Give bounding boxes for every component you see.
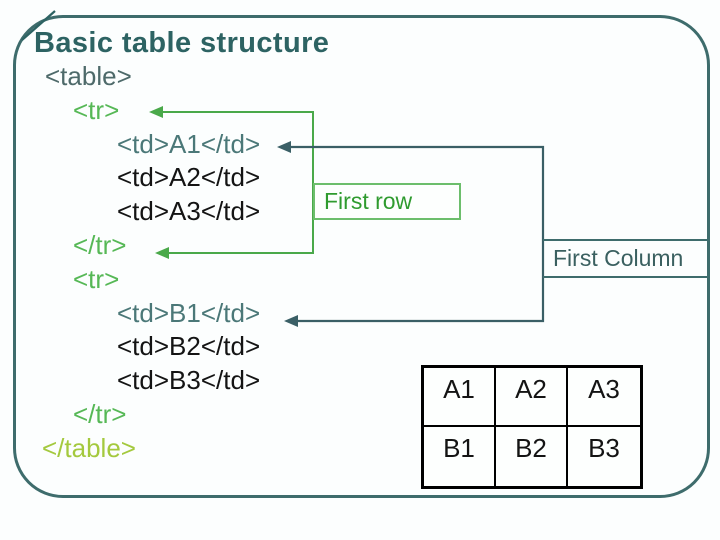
table-cell: A1 <box>424 368 496 427</box>
code-line-tr-open-2: <tr> <box>73 263 120 294</box>
table-cell: A3 <box>568 368 640 427</box>
code-line-tr-close-1: </tr> <box>73 229 127 260</box>
code-line-td-b1: <td>B1</td> <box>117 297 261 328</box>
code-line-table-open: <table> <box>45 61 132 91</box>
table-cell: A2 <box>496 368 568 427</box>
code-line-td-a1: <td>A1</td> <box>117 128 261 159</box>
code-line-table-close: </table> <box>42 432 136 463</box>
table-cell: B3 <box>588 433 620 463</box>
table-cell: B2 <box>496 427 568 486</box>
slide-title: Basic table structure <box>34 27 330 59</box>
slide-border <box>13 15 710 498</box>
code-line-tr-close-2: </tr> <box>73 398 127 429</box>
table-cell: B1 <box>424 427 496 486</box>
rendered-table: A1 A2 A3 B1 B2 B3 <box>421 365 643 489</box>
code-line-td-b3: <td>B3</td> <box>117 365 261 396</box>
code-block: <table> <tr> <td>A1</td> <td>A2</td> <td… <box>0 60 480 466</box>
first-column-label: First Column <box>543 239 709 278</box>
first-row-label: First row <box>313 183 461 220</box>
code-line-tr-open-1: <tr> <box>73 94 120 125</box>
code-line-td-b2: <td>B2</td> <box>117 331 261 362</box>
